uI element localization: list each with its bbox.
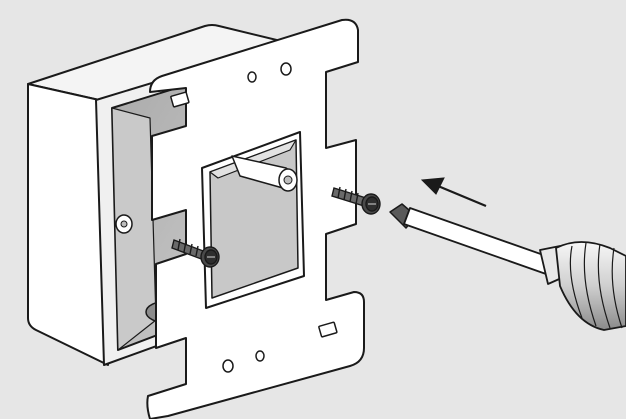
arrow-left-icon <box>420 177 487 208</box>
screw-left <box>171 238 220 268</box>
bracket-hole-top-1 <box>247 71 257 83</box>
bracket-hole-bottom-2 <box>255 350 265 362</box>
screwdriver-icon <box>389 203 626 331</box>
bracket-opening-wall <box>209 139 297 179</box>
bracket-slot-bottom <box>318 321 338 338</box>
bracket-hole-bottom-1 <box>222 359 234 373</box>
screwdriver-shaft <box>403 207 553 275</box>
box-top-face <box>27 24 286 103</box>
bracket-slot-top <box>170 91 190 108</box>
screwdriver-handle <box>555 241 626 331</box>
screw-right <box>331 186 381 215</box>
bracket-hole-top-2 <box>280 62 292 76</box>
mounting-bracket <box>146 18 365 419</box>
box-left-face <box>27 83 109 366</box>
